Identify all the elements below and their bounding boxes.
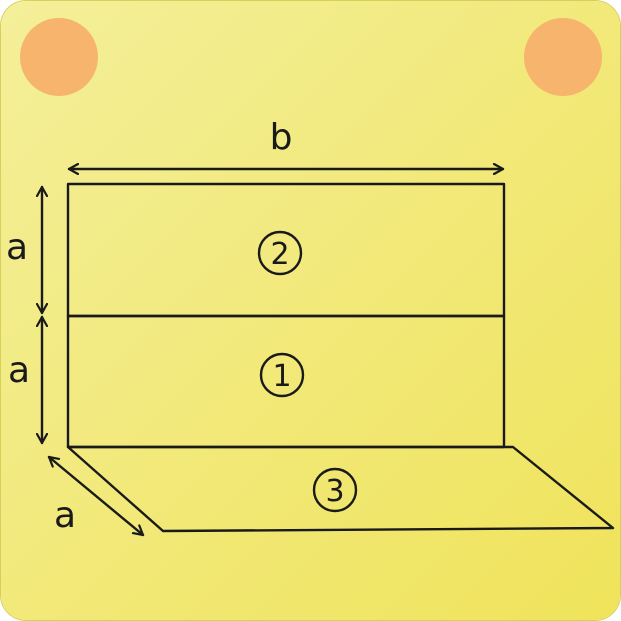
panel-lower-number: 1 bbox=[272, 359, 291, 394]
corner-dot-left bbox=[20, 18, 98, 96]
depth-label: a bbox=[54, 495, 76, 536]
width-label: b bbox=[270, 117, 293, 158]
panel-upper-number: 2 bbox=[270, 237, 289, 272]
height-label-lower: a bbox=[8, 350, 30, 391]
panel-lower-marker bbox=[259, 352, 305, 398]
corner-dot-right bbox=[524, 18, 602, 96]
panel-upper-marker bbox=[257, 230, 303, 276]
panel-floor-number: 3 bbox=[325, 474, 344, 509]
depth-arrow bbox=[47, 455, 145, 537]
panel-floor-marker bbox=[312, 467, 358, 513]
height-label-upper: a bbox=[6, 227, 28, 268]
